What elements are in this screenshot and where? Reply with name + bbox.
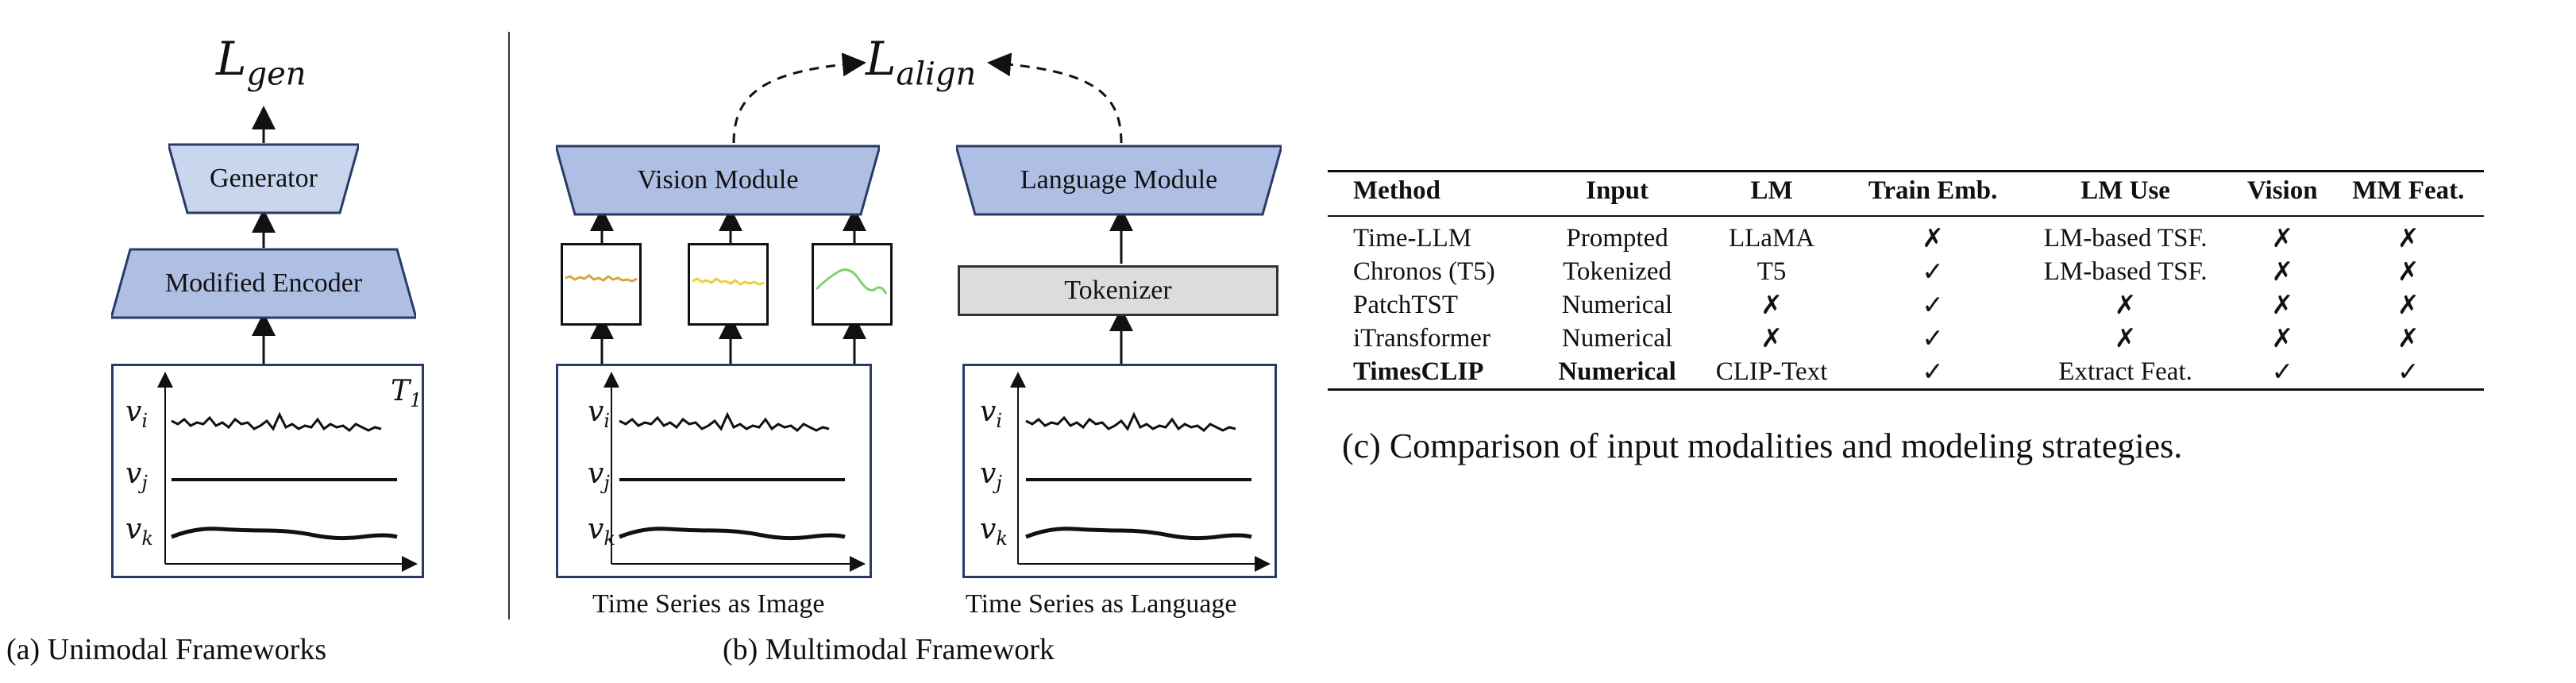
subcaption-language: Time Series as Language — [966, 589, 1237, 619]
cell-input: Numerical — [1558, 357, 1676, 386]
cell-lm-use: LM-based TSF. — [2043, 223, 2208, 253]
language-module-label: Language Module — [1020, 165, 1218, 195]
time-series-box-image — [556, 364, 872, 578]
cell-method: iTransformer — [1353, 323, 1490, 353]
header-mm-feat: MM Feat. — [2352, 176, 2465, 205]
cell-lm-use: Extract Feat. — [2058, 357, 2192, 386]
var-vk-label-a: vk — [125, 513, 153, 550]
tokenizer-label: Tokenizer — [1064, 276, 1172, 305]
table-row: PatchTST Numerical ✗ ✓ ✗ ✗ ✗ — [1328, 288, 2484, 322]
time-t1-label: T1 — [391, 375, 422, 412]
time-series-plot-language — [1010, 372, 1271, 572]
image-thumbnail-1 — [561, 243, 642, 326]
image-thumbnail-3 — [812, 243, 893, 326]
cell-vision: ✗ — [2271, 325, 2294, 353]
var-vi-label-a: vi — [125, 396, 148, 433]
comparison-table: Method Input LM Train Emb. LM Use Vision… — [1328, 168, 2484, 391]
table-row: iTransformer Numerical ✗ ✓ ✗ ✗ ✗ — [1328, 322, 2484, 355]
header-lm-use: LM Use — [2080, 176, 2170, 205]
cell-mm-feat: ✗ — [2397, 291, 2420, 320]
header-train-emb: Train Emb. — [1868, 176, 1998, 205]
vision-module-label: Vision Module — [637, 165, 799, 195]
caption-b: (b) Multimodal Framework — [723, 633, 1055, 666]
time-series-box-a — [111, 364, 424, 578]
cell-lm-use: ✗ — [2114, 291, 2137, 320]
tokenizer-block: Tokenizer — [958, 265, 1278, 316]
loss-gen-label: Lgen — [216, 32, 307, 93]
cell-input: Numerical — [1561, 323, 1673, 353]
cell-method: PatchTST — [1353, 290, 1458, 319]
cell-lm: ✗ — [1760, 325, 1783, 353]
cell-lm: CLIP-Text — [1715, 357, 1828, 386]
cell-train-emb: ✓ — [1922, 358, 1944, 387]
caption-c: (c) Comparison of input modalities and m… — [1342, 426, 2183, 465]
cell-input: Numerical — [1561, 290, 1673, 319]
header-input: Input — [1586, 176, 1649, 205]
vision-module-block: Vision Module — [556, 145, 880, 216]
cell-train-emb: ✓ — [1922, 258, 1944, 287]
panel-divider — [508, 32, 510, 619]
table-row: Chronos (T5) Tokenized T5 ✓ LM-based TSF… — [1328, 255, 2484, 288]
cell-vision: ✗ — [2271, 291, 2294, 320]
image-thumbnail-2 — [688, 243, 769, 326]
panel-a-arrows — [252, 106, 276, 364]
cell-lm: ✗ — [1760, 291, 1783, 320]
cell-lm-use: ✗ — [2114, 325, 2137, 353]
time-series-box-language — [962, 364, 1277, 578]
header-method: Method — [1353, 176, 1440, 205]
cell-lm-use: LM-based TSF. — [2043, 257, 2208, 286]
var-vk-label-image: vk — [588, 513, 615, 550]
generator-label: Generator — [210, 164, 318, 193]
cell-input: Tokenized — [1563, 257, 1672, 286]
var-vj-label-language: vj — [980, 457, 1002, 495]
cell-lm: LLaMA — [1728, 223, 1815, 253]
generator-block: Generator — [168, 143, 359, 214]
language-module-block: Language Module — [956, 145, 1282, 216]
cell-train-emb: ✗ — [1922, 225, 1944, 253]
cell-vision: ✓ — [2271, 358, 2294, 387]
subcaption-image: Time Series as Image — [592, 589, 825, 619]
cell-mm-feat: ✗ — [2397, 225, 2420, 253]
var-vi-label-language: vi — [980, 396, 1003, 433]
table-row: Time-LLM Prompted LLaMA ✗ LM-based TSF. … — [1328, 222, 2484, 255]
cell-method: Time-LLM — [1353, 223, 1472, 253]
cell-vision: ✗ — [2271, 258, 2294, 287]
var-vj-label-image: vj — [588, 457, 610, 495]
cell-train-emb: ✓ — [1922, 325, 1944, 353]
cell-mm-feat: ✗ — [2397, 258, 2420, 287]
cell-train-emb: ✓ — [1922, 291, 1944, 320]
loss-align-label: Lalign — [866, 32, 977, 93]
modified-encoder-block: Modified Encoder — [111, 248, 416, 319]
header-lm: LM — [1750, 176, 1793, 205]
var-vk-label-language: vk — [980, 513, 1008, 550]
cell-method: TimesCLIP — [1353, 357, 1484, 386]
cell-mm-feat: ✗ — [2397, 325, 2420, 353]
time-series-plot-a — [157, 372, 418, 572]
cell-lm: T5 — [1757, 257, 1787, 286]
time-series-plot-image — [604, 372, 866, 572]
caption-a: (a) Unimodal Frameworks — [6, 633, 327, 666]
cell-mm-feat: ✓ — [2397, 358, 2420, 387]
cell-method: Chronos (T5) — [1353, 257, 1495, 286]
encoder-label: Modified Encoder — [164, 268, 363, 298]
table-top-rule — [1328, 170, 2484, 172]
table-header-row: Method Input LM Train Emb. LM Use Vision… — [1328, 168, 2484, 216]
header-vision: Vision — [2246, 176, 2318, 205]
var-vj-label-a: vj — [125, 457, 148, 495]
cell-input: Prompted — [1566, 223, 1668, 253]
panel-b-arrows — [590, 52, 1133, 364]
table-row: TimesCLIP Numerical CLIP-Text ✓ Extract … — [1328, 355, 2484, 390]
cell-vision: ✗ — [2271, 225, 2294, 253]
var-vi-label-image: vi — [588, 396, 611, 433]
